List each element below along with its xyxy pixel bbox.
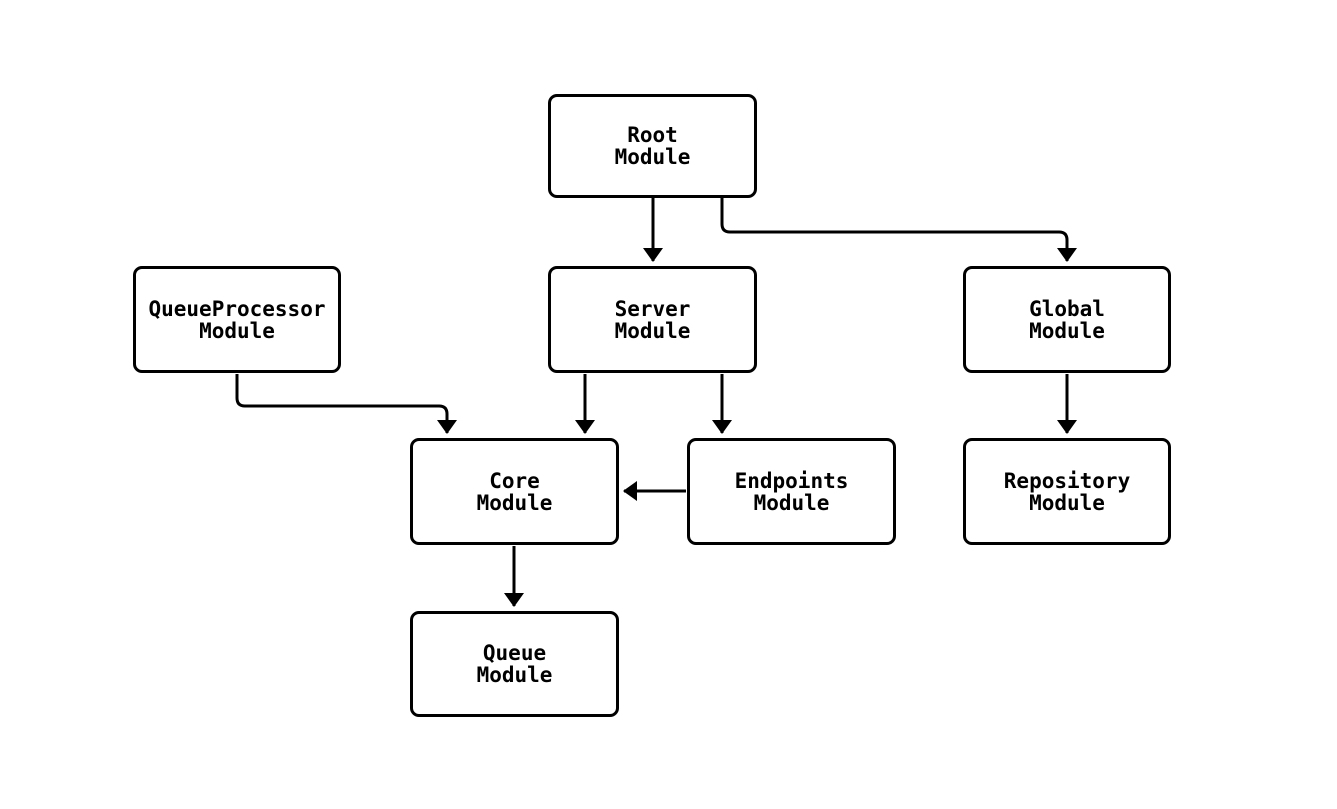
node-queueprocessor-module: QueueProcessor Module [133, 266, 341, 373]
node-queue-module: Queue Module [410, 611, 619, 717]
node-label-line: Endpoints [734, 468, 849, 493]
node-label-line: Server [614, 296, 691, 321]
node-label-line: Module [614, 145, 691, 169]
node-label-line: Global [1029, 296, 1105, 321]
node-server-module: Server Module [548, 266, 757, 373]
node-label-line: Core [489, 468, 540, 493]
node-core-module: Core Module [410, 438, 619, 545]
node-label-line: Module [1029, 318, 1105, 343]
node-label-line: Module [753, 490, 830, 515]
node-label-line: Repository [1003, 468, 1131, 493]
edge-queueprocessor-to-core [235, 374, 457, 434]
edge-root-to-global [720, 198, 1077, 262]
node-root-module: Root Module [548, 94, 757, 198]
node-label-line: Module [614, 318, 691, 343]
node-label-line: Root [627, 123, 678, 147]
node-label-line: Module [476, 663, 553, 687]
node-label-line: Module [476, 490, 553, 515]
node-endpoints-module: Endpoints Module [687, 438, 896, 545]
node-label-line: QueueProcessor [148, 296, 326, 321]
node-label-line: Module [1029, 490, 1105, 515]
node-repository-module: Repository Module [963, 438, 1171, 545]
node-label-line: Module [199, 318, 275, 343]
node-label-line: Queue [482, 641, 547, 665]
node-global-module: Global Module [963, 266, 1171, 373]
